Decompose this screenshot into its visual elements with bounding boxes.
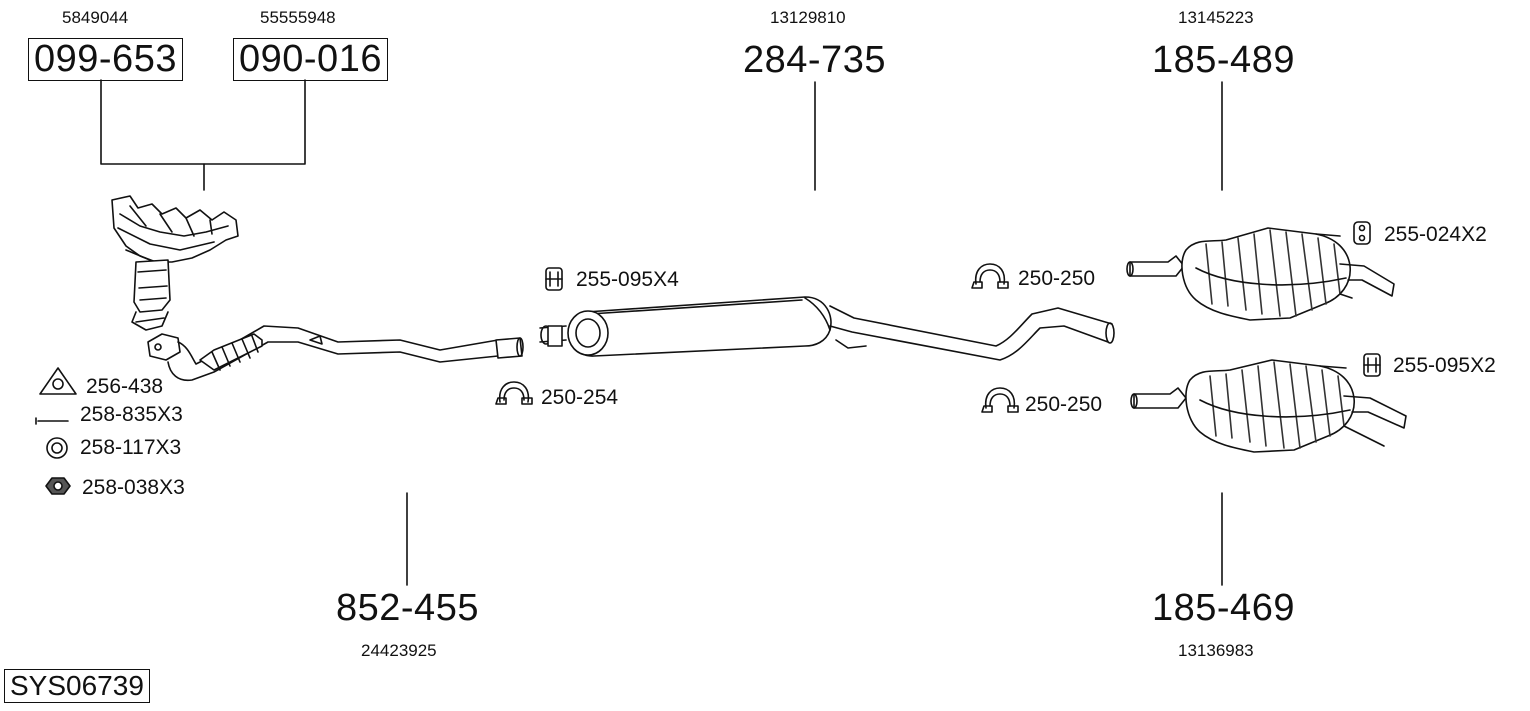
part-code-front-pipe: 852-455	[336, 587, 479, 629]
hanger-center-icon	[545, 267, 563, 291]
system-id: SYS06739	[4, 669, 150, 703]
oem-number-rear-bottom: 13136983	[1178, 641, 1254, 660]
rear-silencer-bottom	[1130, 359, 1407, 453]
label-hanger-center: 255-095X4	[576, 268, 679, 291]
oem-number-center-silencer: 13129810	[770, 8, 846, 27]
ring-icon	[46, 437, 68, 459]
clamp-mid-top-icon	[971, 263, 1009, 289]
clamp-front-icon	[495, 381, 533, 405]
oem-number-manifold-left: 5849044	[62, 8, 129, 27]
rear-silencer-top	[1126, 227, 1395, 321]
label-ring: 258-117X3	[80, 436, 182, 459]
label-clamp-mid-bottom: 250-250	[1025, 393, 1103, 416]
part-code-manifold-left: 099-653	[28, 38, 183, 81]
label-bolt: 258-835X3	[80, 403, 183, 426]
label-gasket: 256-438	[86, 375, 164, 398]
gasket-icon	[39, 367, 77, 395]
hanger-rear-top-icon	[1353, 221, 1371, 245]
nut-icon	[45, 477, 71, 495]
part-code-rear-top: 185-489	[1152, 39, 1295, 81]
oem-number-rear-top: 13145223	[1178, 8, 1254, 27]
label-nut: 258-038X3	[82, 476, 185, 499]
label-clamp-mid-top: 250-250	[1018, 267, 1096, 290]
hanger-rear-bottom-icon	[1363, 353, 1381, 377]
center-silencer	[539, 296, 1115, 361]
oem-number-front-pipe: 24423925	[361, 641, 437, 660]
part-code-manifold-right: 090-016	[233, 38, 388, 81]
clamp-mid-bottom-icon	[981, 387, 1019, 413]
part-code-center-silencer: 284-735	[743, 39, 886, 81]
exhaust-manifold	[111, 195, 239, 331]
label-hanger-rear-top: 255-024X2	[1384, 223, 1487, 246]
front-pipe	[147, 325, 524, 382]
oem-number-manifold-right: 55555948	[260, 8, 336, 27]
label-hanger-rear-bottom: 255-095X2	[1393, 354, 1496, 377]
part-code-rear-bottom: 185-469	[1152, 587, 1295, 629]
label-clamp-front: 250-254	[541, 386, 619, 409]
leader-lines	[100, 79, 1223, 586]
bolt-icon	[35, 417, 69, 425]
